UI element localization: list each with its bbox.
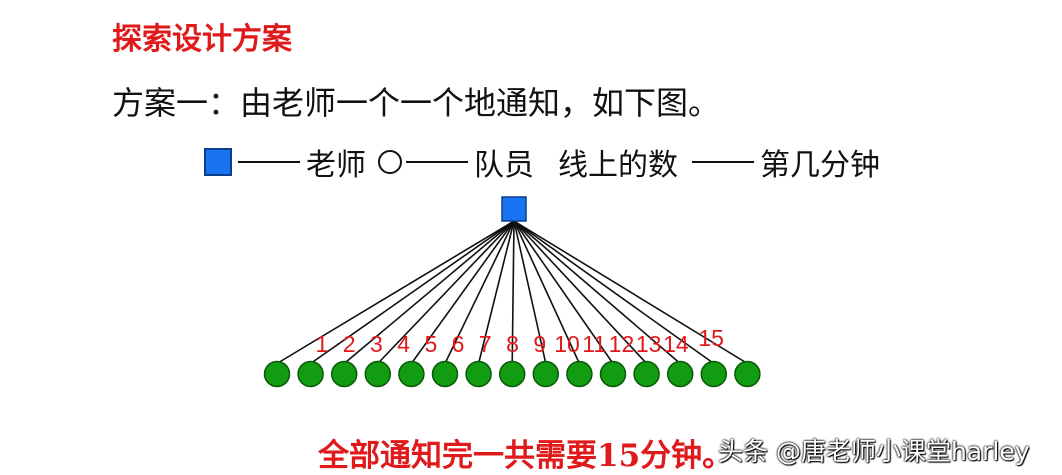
member-node-8 <box>498 360 526 388</box>
line-label-6: 6 <box>452 331 465 357</box>
connector-line-1 <box>276 220 515 365</box>
watermark: 头条 @唐老师小课堂harley <box>718 437 1030 466</box>
line-label-15: 15 <box>698 325 724 351</box>
teacher-square-icon <box>204 148 232 176</box>
member-node-2 <box>297 360 324 388</box>
section-title: 探索设计方案 <box>112 22 292 57</box>
member-node-11 <box>599 360 627 388</box>
summary-text: 全部通知完一共需要15分钟。 <box>318 438 734 474</box>
member-circle-icon <box>378 150 402 174</box>
connector-line-4 <box>377 220 515 365</box>
member-node-1 <box>263 360 291 388</box>
connector-line-11 <box>513 220 614 364</box>
legend-member-label: 队员 <box>474 148 534 183</box>
line-label-13: 13 <box>636 331 662 357</box>
legend-minute-label: 第几分钟 <box>760 148 880 183</box>
line-label-11: 11 <box>582 331 606 357</box>
connector-line-5 <box>410 220 515 364</box>
legend-dash <box>692 161 754 163</box>
legend-dash <box>406 161 468 163</box>
legend: 老师 队员 线上的数 第几分钟 <box>204 140 880 184</box>
plan-description: 方案一：由老师一个一个地通知，如下图。 <box>112 84 721 122</box>
member-node-14 <box>700 360 728 388</box>
connector-line-13 <box>513 220 681 365</box>
connector-line-2 <box>310 220 515 365</box>
line-label-12: 12 <box>609 331 635 357</box>
member-node-6 <box>431 360 459 388</box>
connector-line-15 <box>513 220 748 365</box>
line-label-10: 10 <box>554 331 580 357</box>
line-label-1: 1 <box>316 331 329 357</box>
member-node-3 <box>330 360 358 388</box>
connector-line-9 <box>513 220 547 364</box>
line-label-7: 7 <box>479 331 492 357</box>
member-node-9 <box>532 360 560 388</box>
member-node-12 <box>633 360 660 388</box>
connector-line-14 <box>513 220 715 365</box>
connector-line-8 <box>511 220 515 364</box>
member-node-4 <box>364 360 392 388</box>
line-label-9: 9 <box>533 331 546 357</box>
member-node-10 <box>566 360 593 388</box>
line-label-2: 2 <box>343 331 356 357</box>
member-node-15 <box>734 360 761 388</box>
line-label-4: 4 <box>397 331 410 357</box>
connector-line-12 <box>513 220 648 365</box>
legend-teacher-label: 老师 <box>306 148 366 183</box>
connector-line-10 <box>513 220 581 364</box>
connector-line-6 <box>444 220 515 364</box>
line-label-3: 3 <box>370 331 383 357</box>
connector-line-7 <box>477 220 515 364</box>
member-node-7 <box>465 360 492 388</box>
connector-line-3 <box>343 220 515 365</box>
line-label-14: 14 <box>663 331 689 357</box>
member-node-5 <box>398 360 425 388</box>
legend-dash <box>238 161 300 163</box>
member-node-13 <box>666 360 694 388</box>
teacher-node <box>501 196 527 222</box>
line-label-5: 5 <box>424 331 437 357</box>
line-label-8: 8 <box>506 331 519 357</box>
legend-line-number-label: 线上的数 <box>558 148 678 183</box>
